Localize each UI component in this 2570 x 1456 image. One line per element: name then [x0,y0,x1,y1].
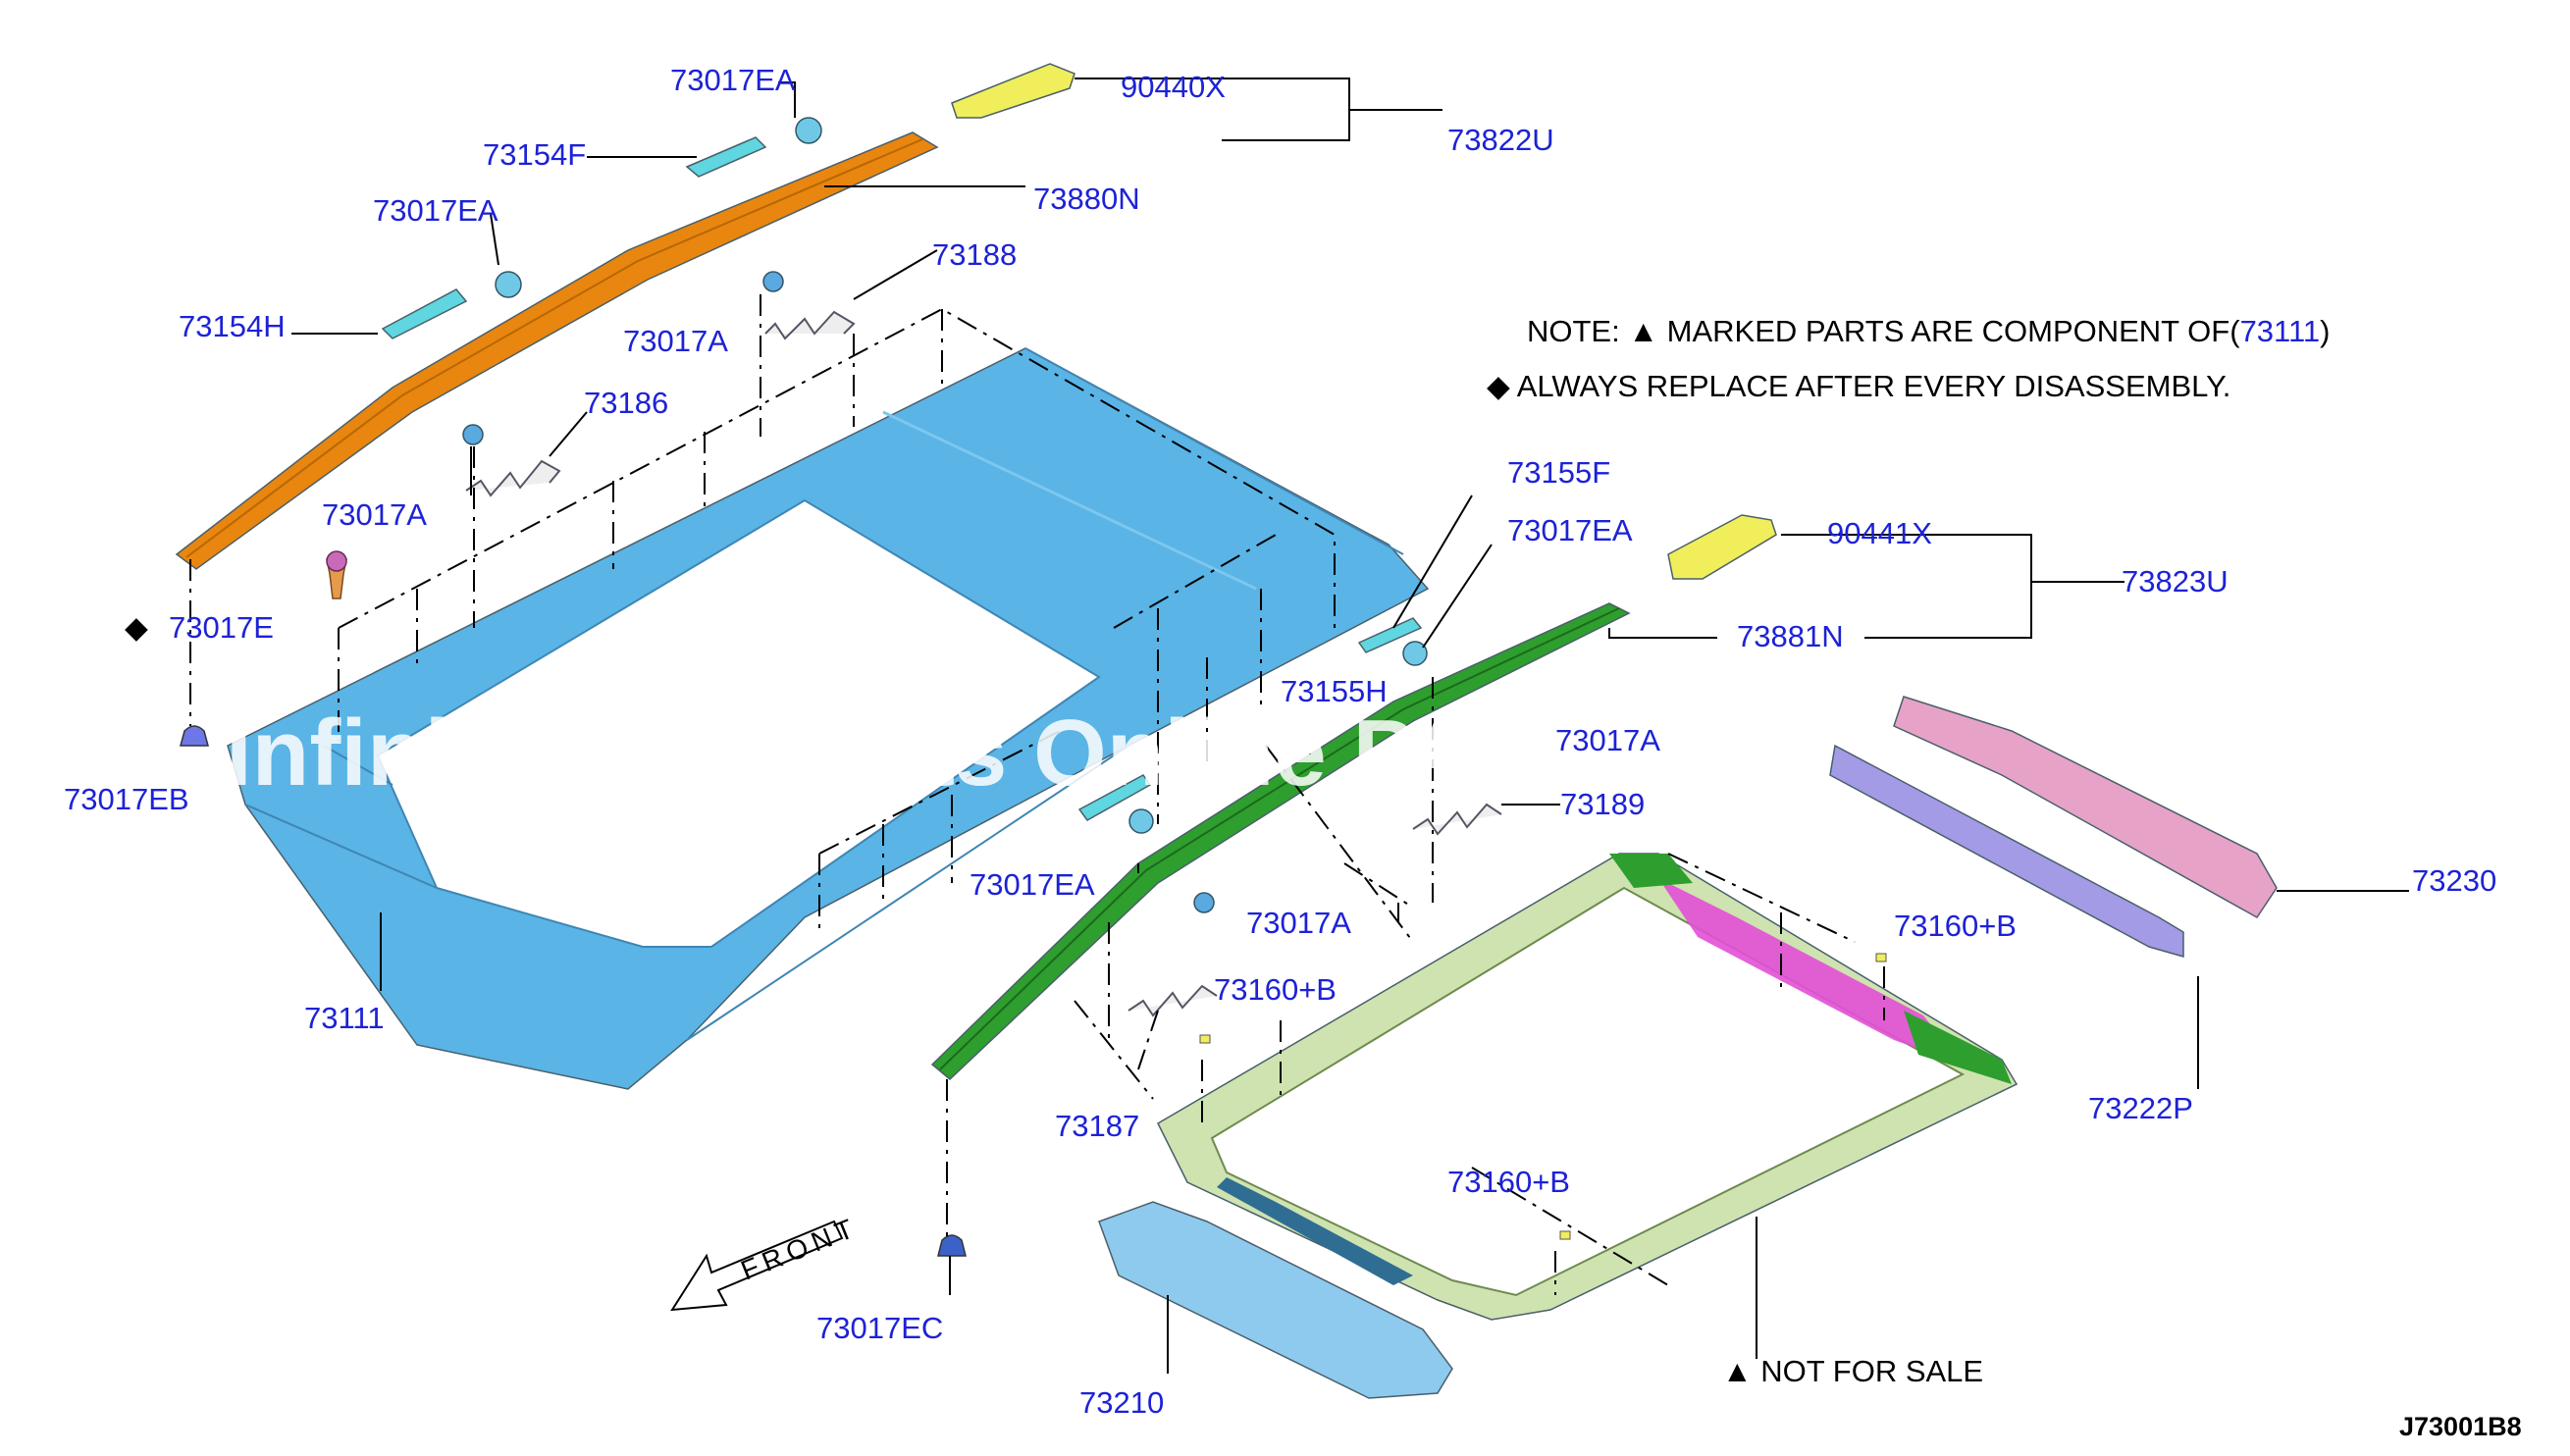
molding-73155h [1077,774,1152,821]
not-for-sale-note: ▲ NOT FOR SALE [1722,1354,1983,1388]
bracket-73189 [1412,803,1502,836]
label-73822u[interactable]: 73822U [1447,123,1554,157]
clip-73017ec [937,1234,967,1257]
label-73154f[interactable]: 73154F [483,137,586,172]
label-73881n[interactable]: 73881N [1737,619,1844,653]
part-73160b-1 [1875,953,1887,962]
front-arrow: FRONT [670,1211,864,1312]
bracket-90440x [951,63,1075,119]
label-73017ea-3[interactable]: 73017EA [1507,513,1633,547]
label-73155f[interactable]: 73155F [1507,455,1610,490]
assembly-lines [189,294,1885,1295]
front-header-73210 [1098,1201,1453,1399]
label-90441x[interactable]: 90441X [1827,516,1932,550]
clip-73017a-mid [762,271,784,292]
bracket-73187 [1128,984,1218,1017]
label-73017a-4[interactable]: 73017A [1246,906,1351,940]
note-line-2: ◆ ALWAYS REPLACE AFTER EVERY DISASSEMBLY… [1487,369,2230,403]
label-73154h[interactable]: 73154H [179,309,286,343]
bow-73230 [1893,696,2278,918]
label-73823u[interactable]: 73823U [2122,564,2229,598]
diagram-code: J73001B8 [2399,1412,2522,1441]
label-73160b-1[interactable]: 73160+B [1894,909,2017,943]
molding-73154f [685,136,767,178]
bow-73222p [1829,744,2184,958]
label-73230[interactable]: 73230 [2412,863,2496,898]
label-73210[interactable]: 73210 [1079,1385,1164,1420]
leader-lines [291,78,2409,1374]
clip-73017ea-top [795,117,822,144]
label-73017a-2[interactable]: 73017A [322,497,427,532]
left-roof-rail [175,131,939,570]
label-73160b-2[interactable]: 73160+B [1214,972,1337,1007]
label-73111[interactable]: 73111 [304,1001,385,1035]
label-73017a-1[interactable]: 73017A [623,324,728,358]
label-73017eb[interactable]: 73017EB [64,782,189,816]
label-73017e[interactable]: 73017E [169,610,274,645]
right-roof-rail [930,602,1631,1081]
part-73160b-3 [1559,1230,1571,1240]
clip-73017a-left [462,424,484,445]
bolt-73017e-head [326,550,347,572]
label-73017ec[interactable]: 73017EC [816,1311,943,1345]
sunroof-frame [1157,853,2019,1321]
label-73188[interactable]: 73188 [932,237,1017,272]
clip-73017ea-left [495,271,522,298]
clip-73017eb [180,725,209,747]
bracket-73186 [465,459,561,497]
bracket-90441x [1667,514,1777,580]
label-73186[interactable]: 73186 [584,386,668,420]
label-73222p[interactable]: 73222P [2088,1091,2193,1125]
roof-panel [227,347,1430,1090]
label-73160b-3[interactable]: 73160+B [1447,1165,1570,1199]
note-line1-ref: 73111 [2240,314,2321,348]
part-73160b-2 [1199,1034,1211,1044]
note-line1-prefix: NOTE: ▲ MARKED PARTS ARE COMPONENT OF( [1527,314,2240,348]
label-73187[interactable]: 73187 [1055,1109,1139,1143]
watermark-text: Infiniti Auto Parts Online PARTS [226,701,1665,806]
label-73017a-3[interactable]: 73017A [1555,723,1660,757]
label-73017ea-4[interactable]: 73017EA [970,867,1095,902]
clip-73017ea-right2 [1128,808,1154,834]
front-label: FRONT [737,1211,864,1285]
bracket-73188 [764,310,856,340]
label-73880n[interactable]: 73880N [1033,182,1140,216]
label-73189[interactable]: 73189 [1560,787,1645,821]
label-73155h[interactable]: 73155H [1281,674,1388,708]
label-90440x[interactable]: 90440X [1121,70,1226,104]
note-line-1: NOTE: ▲ MARKED PARTS ARE COMPONENT OF(73… [1527,314,2331,348]
part-labels: 73017EA 90440X 73822U 73154F 73880N 7301… [64,63,2496,1420]
note-line1-suffix: ) [2320,314,2330,348]
molding-73154h [381,288,468,339]
diamond-mark: ◆ [125,610,148,645]
clip-73017ea-right [1402,641,1428,666]
label-73017ea-2[interactable]: 73017EA [373,193,498,228]
clip-73017a-right [1193,892,1215,913]
label-73017ea-1[interactable]: 73017EA [670,63,796,97]
